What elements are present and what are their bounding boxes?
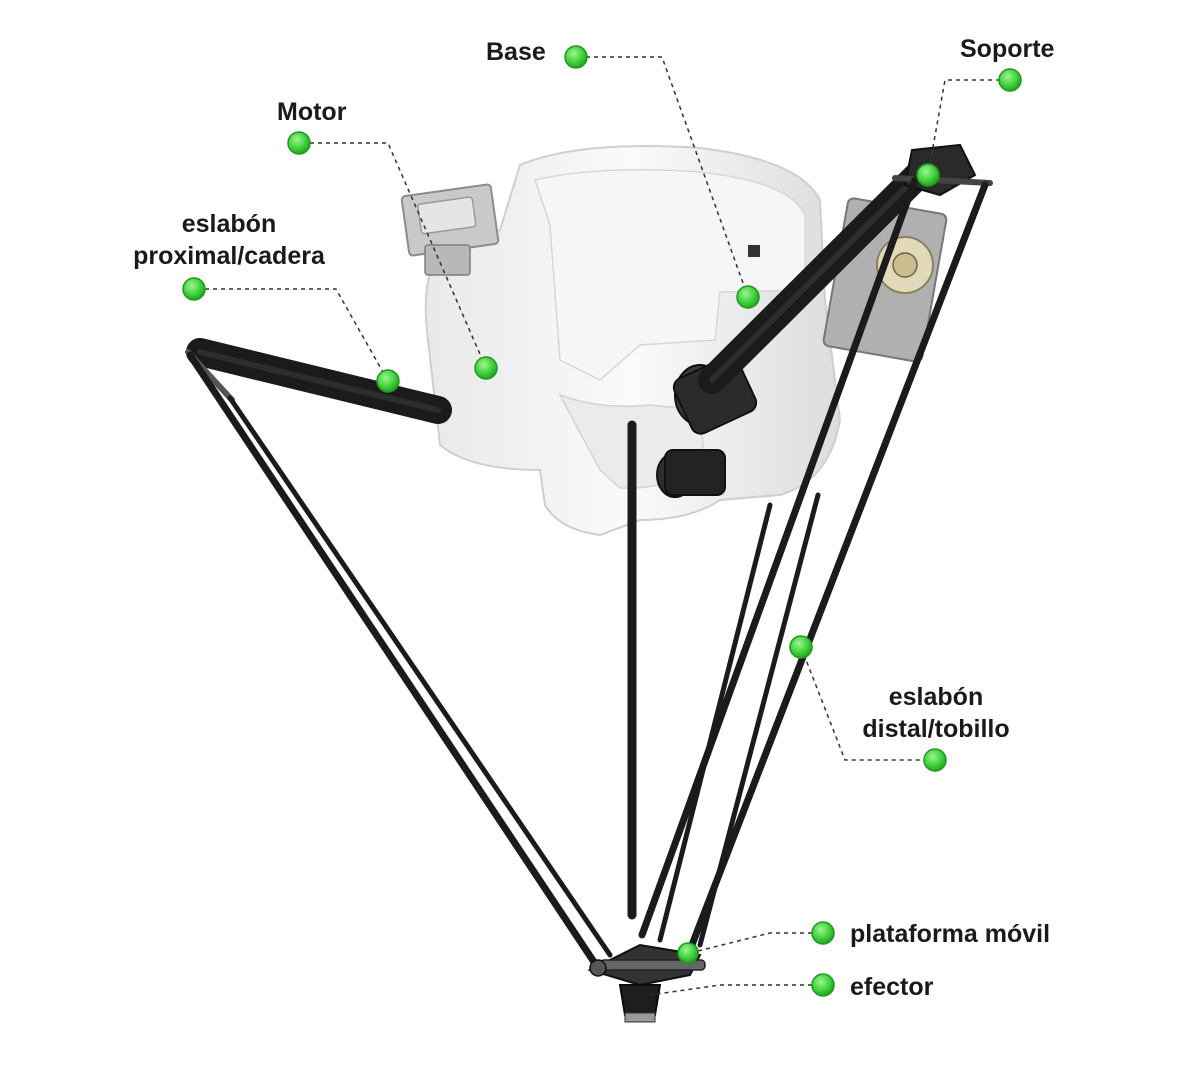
marker-plataforma-part (678, 943, 698, 963)
leader-line-plataforma (690, 933, 812, 953)
marker-base-part (737, 286, 759, 308)
marker-soporte-part (917, 164, 939, 186)
marker-motor-label (288, 132, 310, 154)
label-soporte: Soporte (960, 33, 1054, 65)
label-distal: eslabón distal/tobillo (850, 681, 1022, 745)
marker-proximal-label (183, 278, 205, 300)
label-proximal: eslabón proximal/cadera (124, 208, 334, 272)
marker-distal-label (924, 749, 946, 771)
label-distal-line2: distal/tobillo (850, 713, 1022, 745)
label-distal-line1: eslabón (850, 681, 1022, 713)
marker-base-label (565, 46, 587, 68)
label-proximal-line1: eslabón (124, 208, 334, 240)
marker-plataforma-label (812, 922, 834, 944)
leader-line-efector (650, 985, 812, 995)
label-base: Base (486, 36, 546, 68)
end-effector (620, 985, 660, 1022)
label-proximal-line2: proximal/cadera (124, 240, 334, 272)
marker-distal-part (790, 636, 812, 658)
label-plataforma: plataforma móvil (850, 918, 1050, 950)
marker-proximal-part (377, 370, 399, 392)
robot-base-housing (401, 146, 947, 535)
marker-motor-part (475, 357, 497, 379)
marker-soporte-label (999, 69, 1021, 91)
label-motor: Motor (277, 96, 346, 128)
marker-efector-label (812, 974, 834, 996)
label-efector: efector (850, 971, 933, 1003)
